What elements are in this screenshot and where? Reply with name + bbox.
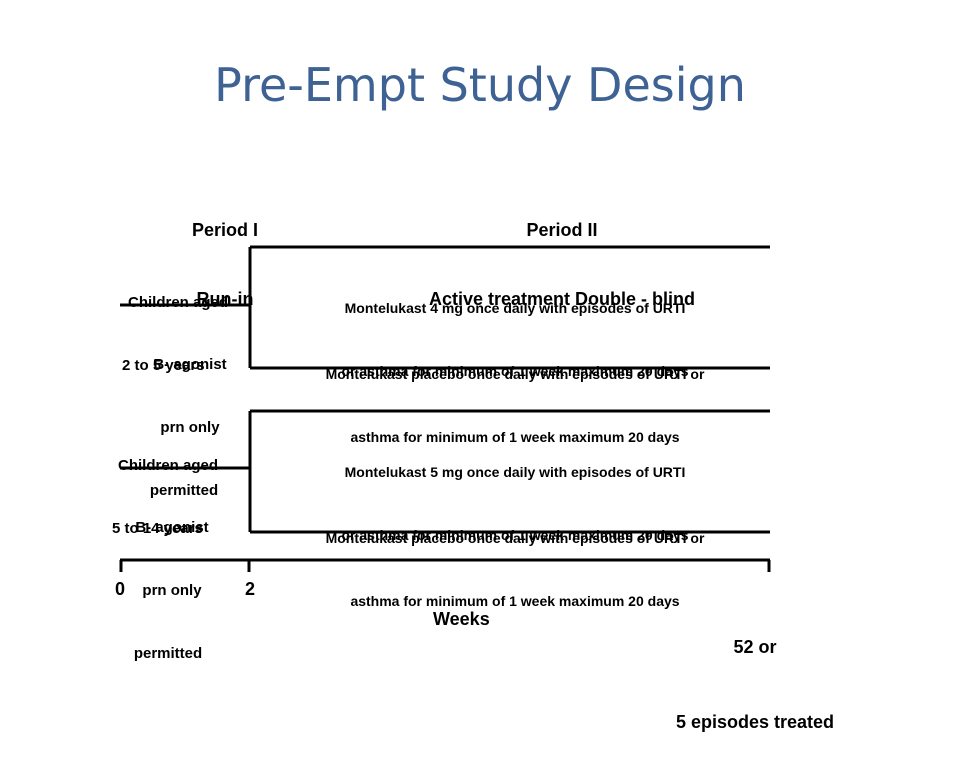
slide-title: Pre-Empt Study Design [214, 58, 746, 112]
period1-header: Period I Run-in [172, 173, 278, 334]
timeline-tick-label-0: 0 [115, 579, 126, 599]
period1-sublabel: Run-in [196, 289, 254, 309]
group1-arm1-text: Montelukast 4 mg once daily with episode… [341, 300, 689, 379]
group1-age-label: Children aged 2 to 5 years [122, 294, 229, 374]
group2-agonist-label: B- agonist prn only permitted [133, 519, 209, 662]
timeline-axis-label: Weeks [433, 609, 490, 629]
group1-agonist-label: B- agonist prn only permitted [149, 356, 227, 499]
group1-arm2-text: Montelukast placebo once daily with epis… [325, 366, 705, 445]
group2-age-label: Children aged 5 to 14 years [112, 457, 219, 537]
timeline-tick-label-end: 52 or 5 episodes treated [675, 637, 835, 732]
period2-label: Period II [526, 220, 598, 240]
group2-arm1-text: Montelukast 5 mg once daily with episode… [341, 464, 689, 543]
period2-header: Period II Active treatment Double - blin… [380, 173, 744, 334]
group2-arm2-text: Montelukast placebo once daily with epis… [325, 530, 705, 609]
timeline-tick-label-2: 2 [245, 579, 256, 599]
period2-sublabel: Active treatment Double - blind [428, 289, 696, 309]
study-design-diagram [119, 245, 771, 572]
period1-label: Period I [191, 220, 258, 240]
